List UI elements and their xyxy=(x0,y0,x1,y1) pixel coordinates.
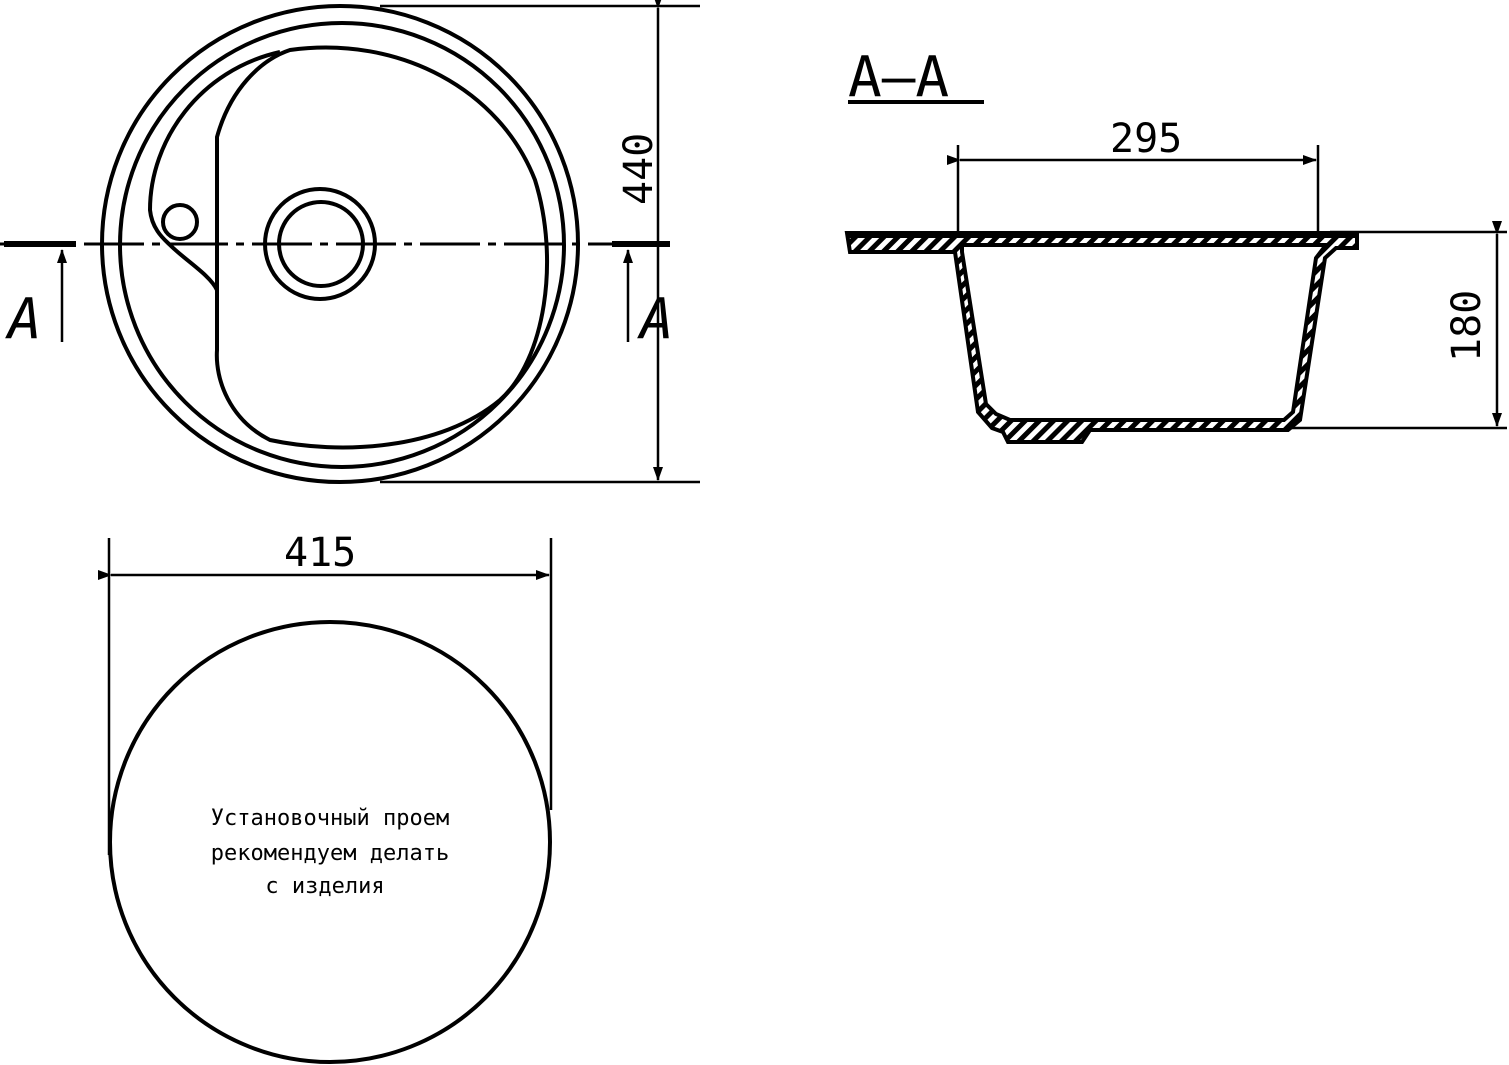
plan-view: A A 440 xyxy=(0,0,700,484)
cutout-width-dimension: 415 xyxy=(284,530,356,576)
section-title: A–A xyxy=(848,45,949,110)
section-mark-left: A xyxy=(5,287,42,352)
depth-dimension: 180 xyxy=(1444,290,1490,362)
bowl-outline xyxy=(214,45,550,450)
section-view: A–A 295 180 xyxy=(844,45,1507,444)
section-mark-right: A xyxy=(637,287,674,352)
overflow-recess xyxy=(147,50,281,291)
sink-section-wall xyxy=(844,231,1359,444)
note-line-1: Установочный проем xyxy=(211,806,449,831)
note-line-2: рекомендуем делать xyxy=(211,841,449,866)
cutout-view: 415 Установочный проем рекомендуем делат… xyxy=(98,530,553,1064)
height-dimension: 440 xyxy=(616,133,662,205)
note-line-3: с изделия xyxy=(265,874,384,899)
overflow-hole xyxy=(161,203,199,241)
width-dimension: 295 xyxy=(1110,116,1182,162)
